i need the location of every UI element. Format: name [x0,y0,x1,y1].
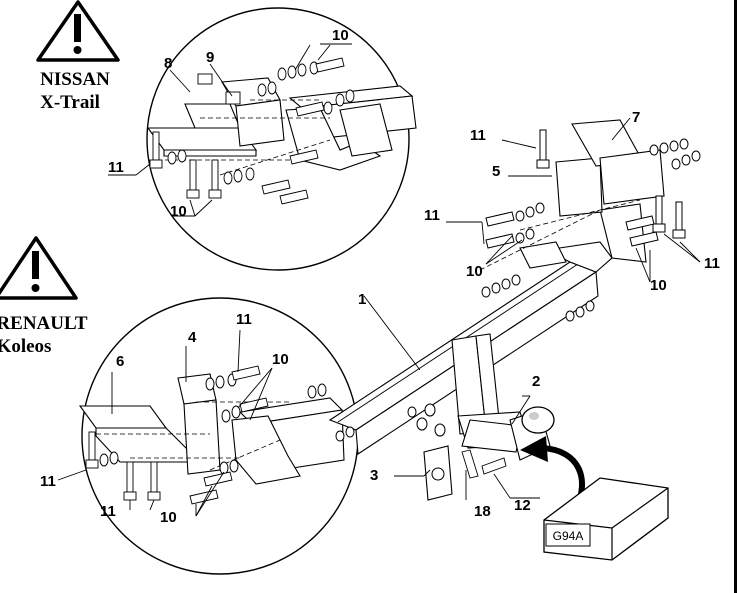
callout-10: 10 [272,351,289,368]
callout-10: 10 [332,27,349,44]
callout-8: 8 [164,55,172,72]
callout-11: 11 [108,159,124,176]
warning-nissan: NISSAN X-Trail [36,0,120,113]
callout-11: 11 [100,503,116,520]
warning-model: X-Trail [40,92,100,113]
callout-11: 11 [424,207,440,224]
callout-1: 1 [358,291,366,308]
callout-10: 10 [170,203,187,220]
detail-circle-renault [57,297,359,575]
callout-9: 9 [206,49,214,66]
callout-10: 10 [466,263,483,280]
detail-circle-nissan [108,7,417,271]
callout-labels: 1 2 3 4 5 6 7 8 9 12 18 10 10 10 10 10 1… [40,27,720,526]
callout-12: 12 [514,497,531,514]
callout-4: 4 [188,329,197,346]
callout-10: 10 [160,509,177,526]
box-label: G94A [553,529,584,543]
g94a-box: G94A [543,477,669,561]
warning-brand: NISSAN [40,69,110,90]
callout-5: 5 [492,163,500,180]
callout-7: 7 [632,109,640,126]
callout-11: 11 [236,311,252,328]
warning-brand: RENAULT [0,313,88,334]
callout-2: 2 [532,373,540,390]
callout-18: 18 [474,503,491,520]
warning-renault: RENAULT Koleos [0,236,88,357]
warning-model: Koleos [0,336,51,357]
callout-3: 3 [370,467,378,484]
callout-10: 10 [650,277,667,294]
callout-11: 11 [40,473,56,490]
frame-border [734,0,737,593]
callout-11: 11 [470,127,486,144]
callout-11: 11 [704,255,720,272]
callout-6: 6 [116,353,124,370]
main-crossbar [328,117,701,501]
